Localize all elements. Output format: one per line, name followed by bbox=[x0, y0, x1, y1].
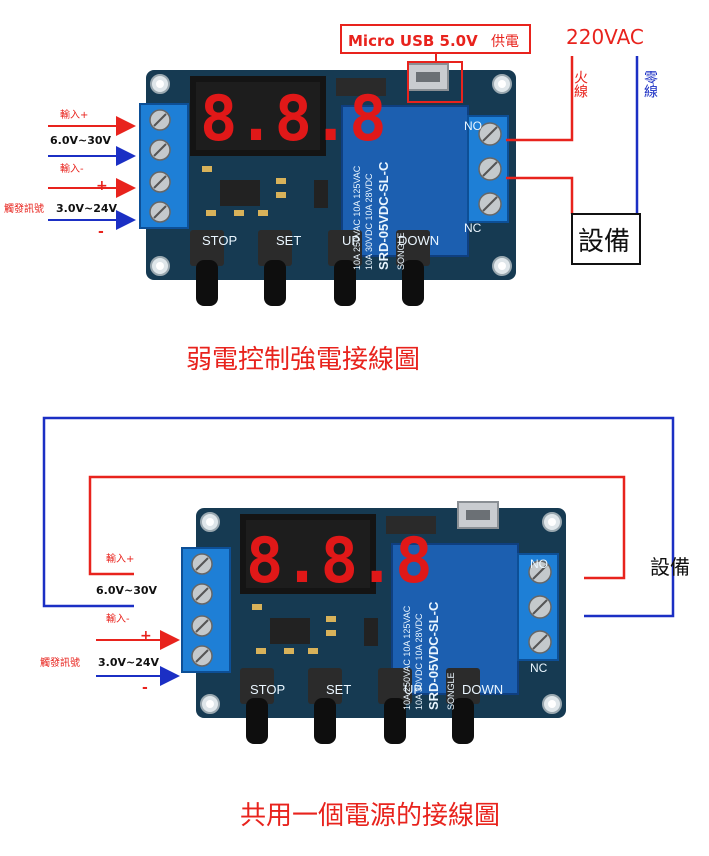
bottom-left-terminal bbox=[181, 547, 231, 673]
top-live-wire bbox=[506, 56, 574, 142]
top-btn-up-label: UP bbox=[342, 233, 360, 248]
bottom-trigger-plus: + bbox=[140, 628, 152, 644]
top-trigger-label: 觸發訊號 bbox=[4, 202, 44, 215]
top-usb-label-bold: Micro USB 5.0V bbox=[348, 32, 478, 50]
top-diagram: 8.8.8 SRD-05VDC-SL-C 10A 30VDC 10A 28VDC… bbox=[4, 24, 658, 375]
bottom-red-loop-wire bbox=[88, 475, 626, 580]
bottom-relay-rating1: 10A 250VAC 10A 125VAC bbox=[402, 605, 412, 710]
bottom-display: 8.8.8 bbox=[246, 524, 433, 597]
top-input-minus: 輸入- bbox=[60, 162, 84, 175]
bottom-voltage-in: 6.0V~30V bbox=[96, 584, 158, 597]
top-live-label: 火線 bbox=[572, 70, 588, 98]
bottom-relay-model: SRD-05VDC-SL-C bbox=[426, 601, 441, 710]
svg-text:火線: 火線 bbox=[572, 70, 588, 98]
bottom-btn-stop-label: STOP bbox=[250, 682, 285, 697]
top-display-digits: 8.8.8 bbox=[200, 82, 387, 155]
top-relay-rating2: 10A 30VDC 10A 28VDC bbox=[364, 173, 374, 270]
top-trigger-plus: + bbox=[96, 178, 108, 194]
bottom-caption: 共用一個電源的接線圖 bbox=[240, 801, 500, 831]
top-voltage-in: 6.0V~30V bbox=[50, 134, 112, 147]
bottom-btn-up-label: UP bbox=[404, 682, 422, 697]
svg-text:零線: 零線 bbox=[642, 70, 658, 98]
bottom-relay-rating2: 10A 30VDC 10A 28VDC bbox=[414, 613, 424, 710]
bottom-btn-set-label: SET bbox=[326, 682, 351, 697]
bottom-input-minus: 輸入- bbox=[106, 612, 130, 625]
top-relay-model: SRD-05VDC-SL-C bbox=[376, 161, 391, 270]
top-left-terminal bbox=[139, 103, 189, 229]
top-nc-label: NC bbox=[464, 221, 482, 235]
top-usb-label-suffix: 供電 bbox=[491, 34, 519, 50]
top-btn-set-label: SET bbox=[276, 233, 301, 248]
bottom-no-label: NO bbox=[530, 557, 548, 571]
top-display: 8.8.8 bbox=[200, 82, 387, 155]
top-device-box bbox=[571, 213, 641, 265]
top-ac-label: 220VAC bbox=[566, 25, 644, 49]
bottom-diagram: 8.8.8 SRD-05VDC-SL-C 10A 30VDC 10A 28VDC… bbox=[40, 416, 690, 831]
top-device-label: 設備 bbox=[578, 227, 630, 257]
bottom-btn-down-label: DOWN bbox=[462, 682, 503, 697]
top-neutral-label: 零線 bbox=[642, 70, 658, 98]
top-btn-stop-label: STOP bbox=[202, 233, 237, 248]
top-load-wire bbox=[506, 176, 574, 214]
top-usb-label-box bbox=[340, 24, 531, 54]
bottom-blue-loop-wire bbox=[42, 416, 675, 618]
top-relay-rating1: 10A 250VAC 10A 125VAC bbox=[352, 165, 362, 270]
top-no-label: NO bbox=[464, 119, 482, 133]
top-caption: 弱電控制強電接線圖 bbox=[186, 345, 420, 375]
bottom-trigger-minus: - bbox=[142, 680, 148, 696]
top-input-plus: 輸入+ bbox=[60, 108, 88, 121]
top-relay: SRD-05VDC-SL-C 10A 30VDC 10A 28VDC 10A 2… bbox=[352, 161, 406, 270]
bottom-device-label: 設備 bbox=[650, 555, 690, 579]
top-btn-down-label: DOWN bbox=[398, 233, 439, 248]
bottom-relay-brand: SONGLE bbox=[446, 672, 456, 710]
bottom-nc-label: NC bbox=[530, 661, 548, 675]
bottom-display-digits: 8.8.8 bbox=[246, 524, 433, 597]
bottom-trigger-label: 觸發訊號 bbox=[40, 656, 80, 669]
bottom-relay: SRD-05VDC-SL-C 10A 30VDC 10A 28VDC 10A 2… bbox=[402, 601, 456, 710]
top-relay-brand: SONGLE bbox=[396, 232, 406, 270]
top-trigger-minus: - bbox=[98, 224, 104, 240]
bottom-input-plus: 輸入+ bbox=[106, 552, 134, 565]
bottom-trigger-voltage: 3.0V~24V bbox=[98, 656, 160, 669]
top-trigger-voltage: 3.0V~24V bbox=[56, 202, 118, 215]
